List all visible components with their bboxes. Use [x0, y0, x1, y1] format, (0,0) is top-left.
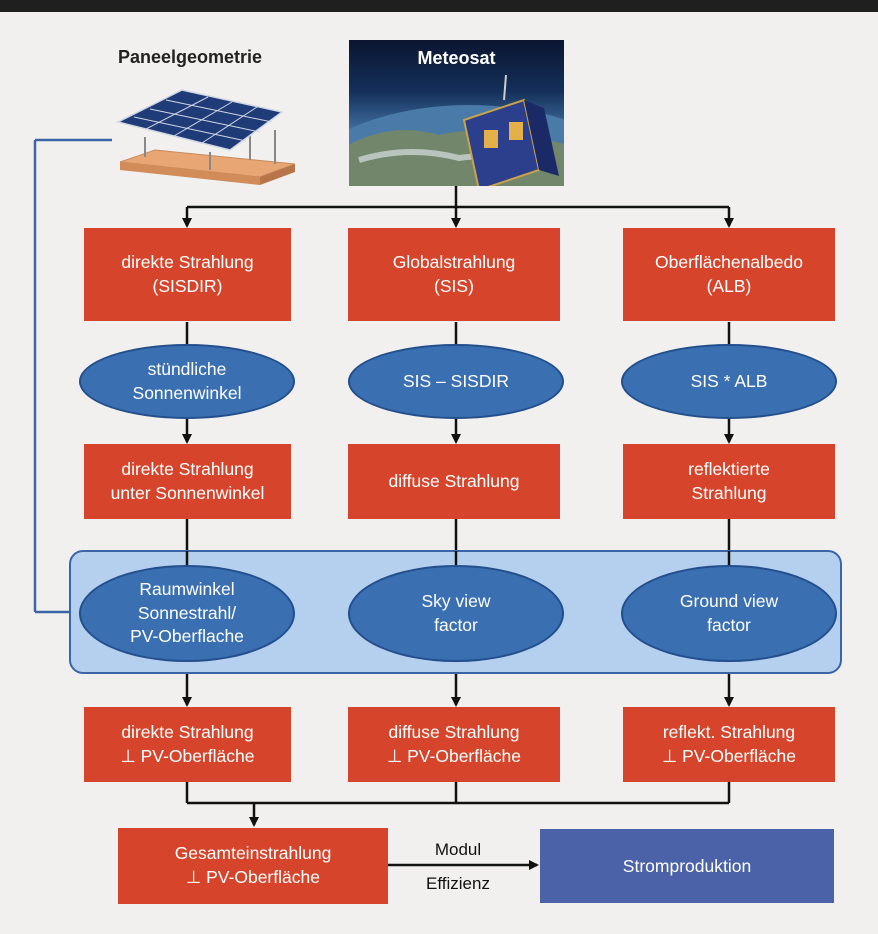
paneelgeometrie-title: Paneelgeometrie	[118, 47, 263, 67]
box-reflekt-strahlung-pv: reflekt. Strahlung ⊥ PV-Oberfläche	[623, 707, 835, 782]
box-diffuse-strahlung: diffuse Strahlung	[348, 444, 560, 519]
label-modul: Modul	[434, 840, 482, 859]
ellipse-stuendliche-sonnenwinkel: stündliche Sonnenwinkel	[79, 344, 295, 419]
meteosat-title: Meteosat	[417, 48, 496, 68]
meteosat-satellite-image: Meteosat	[349, 40, 564, 186]
solar-panel-icon	[115, 89, 296, 185]
ellipse-raumwinkel: Raumwinkel Sonnestrahl/ PV-Oberflache	[79, 565, 295, 662]
box-stromproduktion: Stromproduktion	[540, 829, 834, 903]
satellite-earth-illustration	[349, 74, 564, 186]
ellipse-ground-view-factor: Ground view factor	[621, 565, 837, 662]
box-direkte-strahlung-pv: direkte Strahlung ⊥ PV-Oberfläche	[84, 707, 291, 782]
box-direkte-strahlung-sonnenwinkel: direkte Strahlung unter Sonnenwinkel	[84, 444, 291, 519]
label-effizienz: Effizienz	[426, 874, 490, 893]
ellipse-sky-view-factor: Sky view factor	[348, 565, 564, 662]
ellipse-sis-times-alb: SIS * ALB	[621, 344, 837, 419]
box-gesamteinstrahlung: Gesamteinstrahlung ⊥ PV-Oberfläche	[118, 828, 388, 904]
box-reflektierte-strahlung: reflektierte Strahlung	[623, 444, 835, 519]
box-diffuse-strahlung-pv: diffuse Strahlung ⊥ PV-Oberfläche	[348, 707, 560, 782]
box-oberflaechenalbedo-alb: Oberflächenalbedo (ALB)	[623, 228, 835, 321]
box-globalstrahlung-sis: Globalstrahlung (SIS)	[348, 228, 560, 321]
top-border	[0, 0, 878, 12]
box-direkte-strahlung-sisdir: direkte Strahlung (SISDIR)	[84, 228, 291, 321]
ellipse-sis-minus-sisdir: SIS – SISDIR	[348, 344, 564, 419]
